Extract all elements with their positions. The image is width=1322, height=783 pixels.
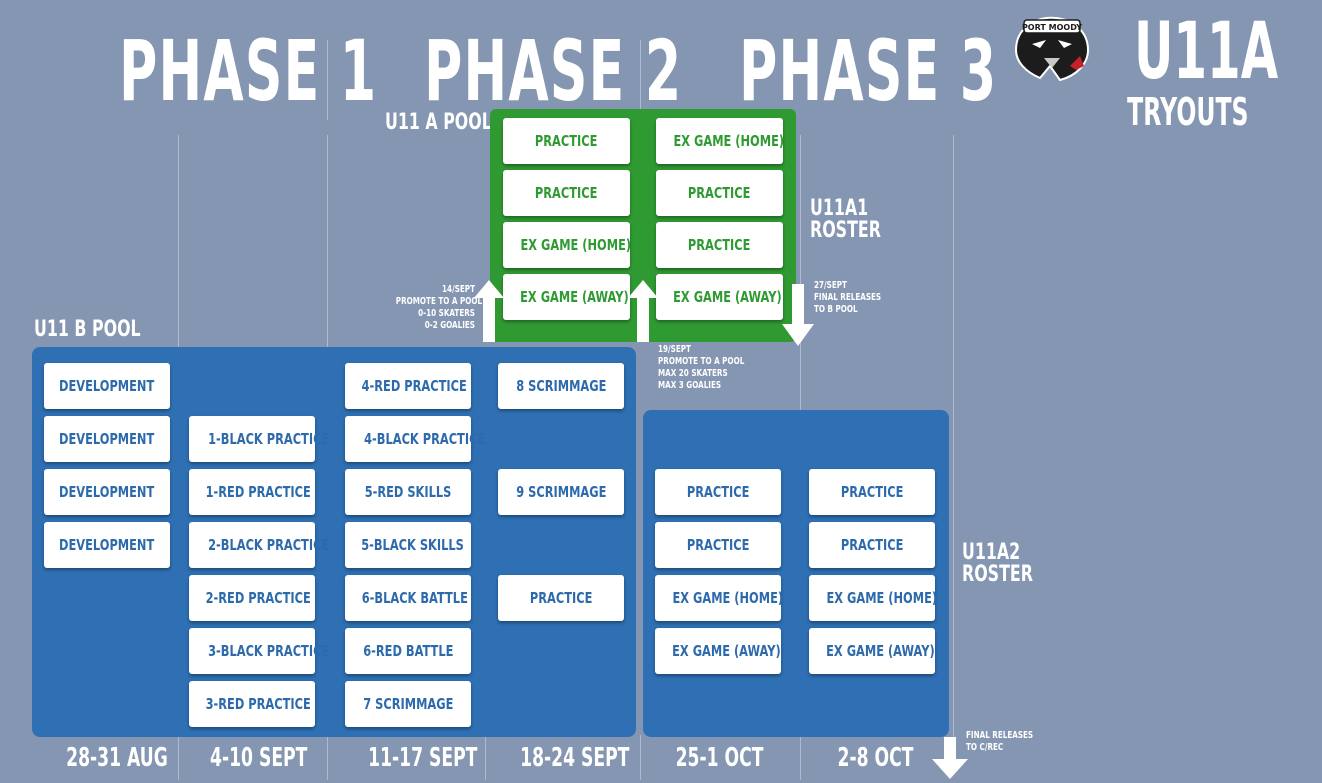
a2-pool-session: EX GAME (HOME) bbox=[809, 575, 937, 621]
phase-divider bbox=[327, 40, 328, 120]
b-pool-session: 8 SCRIMMAGE bbox=[498, 363, 624, 409]
b-pool-session: 6-BLACK BATTLE bbox=[345, 575, 471, 621]
b-pool-session: 1-BLACK PRACTICE bbox=[189, 416, 329, 462]
final-release-down-arrow-icon bbox=[932, 737, 968, 779]
b-pool-session: 2-RED PRACTICE bbox=[189, 575, 315, 621]
b-pool-label: U11 B POOL bbox=[34, 317, 141, 342]
a-pool-session: PRACTICE bbox=[656, 170, 783, 216]
b-pool-session: 4-BLACK PRACTICE bbox=[345, 416, 485, 462]
a-pool-session: EX GAME (AWAY) bbox=[503, 274, 630, 320]
week-date-label: 2-8 OCT bbox=[837, 743, 913, 773]
week-divider bbox=[178, 735, 179, 780]
b-pool-session: 7 SCRIMMAGE bbox=[345, 681, 471, 727]
a-pool-session: PRACTICE bbox=[503, 170, 630, 216]
a2-pool-session: PRACTICE bbox=[655, 522, 781, 568]
a2-roster-label: U11A2 ROSTER bbox=[962, 540, 1033, 587]
phase-1-heading: PHASE 1 bbox=[119, 22, 378, 120]
a-pool-session: PRACTICE bbox=[503, 118, 630, 164]
a-pool-session: EX GAME (AWAY) bbox=[656, 274, 783, 320]
b-pool-session: 3-RED PRACTICE bbox=[189, 681, 315, 727]
week-divider bbox=[327, 135, 328, 350]
b-pool-session: DEVELOPMENT bbox=[44, 416, 170, 462]
b-pool-session: 3-BLACK PRACTICE bbox=[189, 628, 329, 674]
b-pool-session: 6-RED BATTLE bbox=[345, 628, 471, 674]
a-pool-session: PRACTICE bbox=[656, 222, 783, 268]
b-pool-session: 2-BLACK PRACTICE bbox=[189, 522, 329, 568]
b-pool-session: 4-RED PRACTICE bbox=[345, 363, 471, 409]
a2-pool-panel bbox=[643, 410, 949, 737]
a-pool-label: U11 A POOL bbox=[385, 110, 492, 135]
a-pool-session: EX GAME (HOME) bbox=[656, 118, 784, 164]
week-divider bbox=[640, 735, 641, 780]
week-date-label: 11-17 SEPT bbox=[368, 743, 478, 773]
week-divider bbox=[953, 135, 954, 775]
b-pool-session: DEVELOPMENT bbox=[44, 469, 170, 515]
phase-3-heading: PHASE 3 bbox=[739, 22, 998, 120]
week-date-label: 4-10 SEPT bbox=[210, 743, 308, 773]
week-divider bbox=[327, 735, 328, 780]
a2-pool-session: EX GAME (AWAY) bbox=[655, 628, 781, 674]
b-pool-session: 5-BLACK SKILLS bbox=[345, 522, 471, 568]
phase-2-heading: PHASE 2 bbox=[424, 22, 683, 120]
phase-divider bbox=[640, 40, 641, 120]
release-down-arrow-icon bbox=[782, 284, 814, 346]
b-pool-session: 5-RED SKILLS bbox=[345, 469, 471, 515]
promote-note-19-sept: 19/SEPT PROMOTE TO A POOL MAX 20 SKATERS… bbox=[658, 344, 745, 391]
b-pool-session: PRACTICE bbox=[498, 575, 624, 621]
a2-pool-session: PRACTICE bbox=[655, 469, 781, 515]
week-divider bbox=[485, 735, 486, 780]
week-date-label: 28-31 AUG bbox=[66, 743, 168, 773]
b-pool-session: DEVELOPMENT bbox=[44, 522, 170, 568]
b-pool-session: 1-RED PRACTICE bbox=[189, 469, 315, 515]
page-subtitle: TRYOUTS bbox=[1127, 90, 1249, 134]
promote-up-arrow-icon bbox=[628, 280, 658, 342]
a-pool-session: EX GAME (HOME) bbox=[503, 222, 631, 268]
week-divider bbox=[800, 135, 801, 410]
promote-up-arrow-icon bbox=[474, 280, 504, 342]
b-pool-session: DEVELOPMENT bbox=[44, 363, 170, 409]
a2-pool-session: EX GAME (AWAY) bbox=[809, 628, 935, 674]
a2-pool-session: EX GAME (HOME) bbox=[655, 575, 783, 621]
week-divider bbox=[800, 735, 801, 780]
promote-note-14-sept: 14/SEPT PROMOTE TO A POOL 0-10 SKATERS 0… bbox=[395, 284, 483, 331]
week-date-label: 25-1 OCT bbox=[676, 743, 764, 773]
a1-roster-label: U11A1 ROSTER bbox=[810, 196, 881, 243]
logo-text: PORT MOODY bbox=[1022, 23, 1082, 32]
b-pool-session: 9 SCRIMMAGE bbox=[498, 469, 624, 515]
team-logo: PORT MOODY bbox=[1014, 16, 1090, 82]
a2-pool-session: PRACTICE bbox=[809, 469, 935, 515]
release-note-27-sept: 27/SEPT FINAL RELEASES TO B POOL bbox=[814, 280, 882, 315]
week-divider bbox=[178, 135, 179, 350]
page-title: U11A bbox=[1134, 7, 1279, 97]
week-date-label: 18-24 SEPT bbox=[520, 743, 630, 773]
a2-pool-session: PRACTICE bbox=[809, 522, 935, 568]
final-release-note: FINAL RELEASES TO C/REC bbox=[966, 730, 1034, 753]
